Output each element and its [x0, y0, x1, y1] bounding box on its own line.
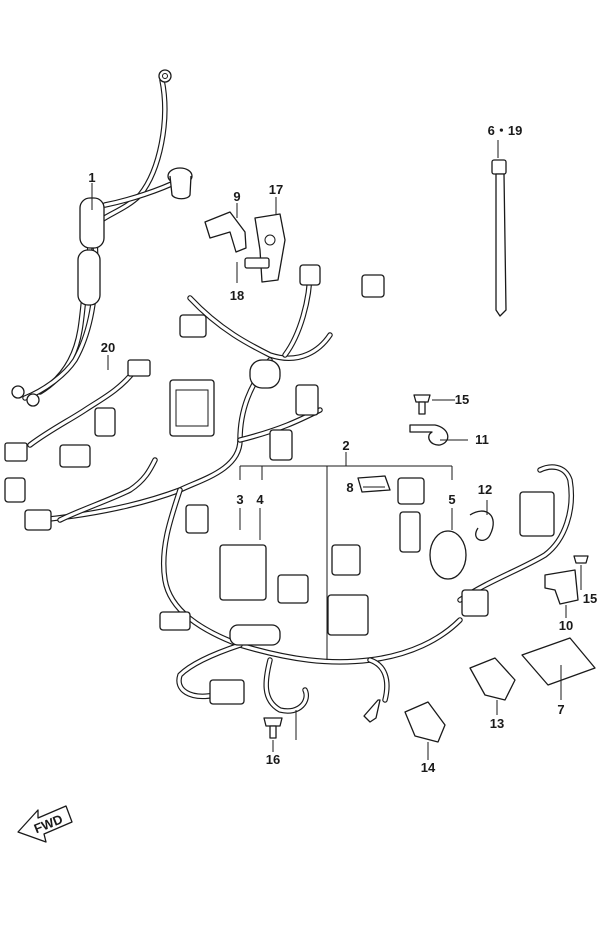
- bracket-part-10: [544, 555, 589, 605]
- callout-8: 8: [346, 480, 353, 495]
- callout-18: 18: [230, 288, 244, 303]
- bolt-part-16: [263, 717, 283, 739]
- battery-cable-part-1: [11, 69, 193, 407]
- cable-tie-part-6-19: [491, 159, 507, 317]
- main-harness-part-2: [4, 264, 574, 723]
- callout-6-19: 6・19: [488, 123, 523, 138]
- callout-16: 16: [266, 752, 280, 767]
- fwd-arrow: FWD: [17, 805, 73, 843]
- callout-4: 4: [256, 492, 264, 507]
- callout-10: 10: [559, 618, 573, 633]
- callout-15-bracket: 15: [583, 591, 597, 606]
- pad-part-7: [521, 637, 596, 686]
- callout-5: 5: [448, 492, 455, 507]
- callout-labels: 1 2 3 4 5 6・19 7 8 9 10 11 12 13 14 15 1…: [88, 123, 597, 775]
- bolt-clamp-parts-11-15: [409, 394, 449, 446]
- callout-12: 12: [478, 482, 492, 497]
- callout-14: 14: [421, 760, 436, 775]
- callout-1: 1: [88, 170, 95, 185]
- relay-buzzer-clip-parts-5-8-12: [357, 475, 494, 580]
- clamp-parts-13-14: [404, 657, 516, 743]
- callout-17: 17: [269, 182, 283, 197]
- callout-13: 13: [490, 716, 504, 731]
- leader-lines: [91, 140, 582, 760]
- bracket-parts-9-17-18: [204, 211, 286, 283]
- callout-7: 7: [557, 702, 564, 717]
- callout-15-bolt: 15: [455, 392, 469, 407]
- sub-harness-part-20: [4, 359, 151, 462]
- callout-11: 11: [475, 432, 489, 447]
- callout-3: 3: [236, 492, 243, 507]
- callout-20: 20: [101, 340, 115, 355]
- callout-9: 9: [233, 189, 240, 204]
- callout-2: 2: [342, 438, 349, 453]
